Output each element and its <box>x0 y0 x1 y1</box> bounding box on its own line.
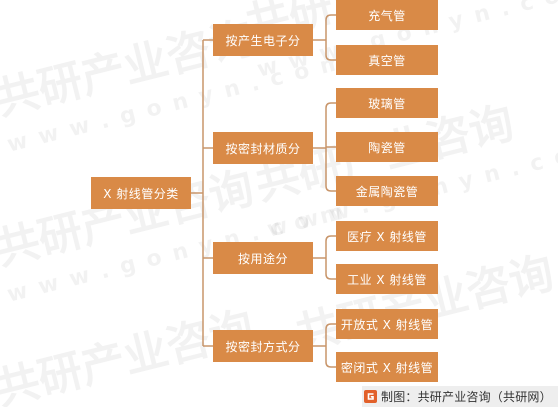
leaf-open-xray: 开放式 X 射线管 <box>336 309 438 339</box>
root-node: X 射线管分类 <box>91 177 191 209</box>
leaf-vacuum-tube: 真空管 <box>336 45 438 75</box>
source-footer: 制图：共研产业咨询（共研网） <box>362 386 558 407</box>
leaf-gas-tube: 充气管 <box>336 0 438 30</box>
leaf-ceramic-tube: 陶瓷管 <box>336 132 438 162</box>
connector-cat1-branch <box>313 39 326 41</box>
category-material: 按密封材质分 <box>213 132 313 164</box>
leaf-glass-tube: 玻璃管 <box>336 88 438 118</box>
leaf-industrial-xray: 工业 X 射线管 <box>336 264 438 294</box>
category-sealing: 按密封方式分 <box>213 330 313 362</box>
leaf-medical-xray: 医疗 X 射线管 <box>336 221 438 251</box>
category-usage: 按用途分 <box>213 242 313 274</box>
category-electron: 按产生电子分 <box>213 24 313 56</box>
gonyn-logo-icon <box>364 390 377 403</box>
leaf-metal-ceramic-tube: 金属陶瓷管 <box>336 176 438 206</box>
footer-text: 制图：共研产业咨询（共研网） <box>381 390 552 404</box>
leaf-sealed-xray: 密闭式 X 射线管 <box>336 352 438 382</box>
